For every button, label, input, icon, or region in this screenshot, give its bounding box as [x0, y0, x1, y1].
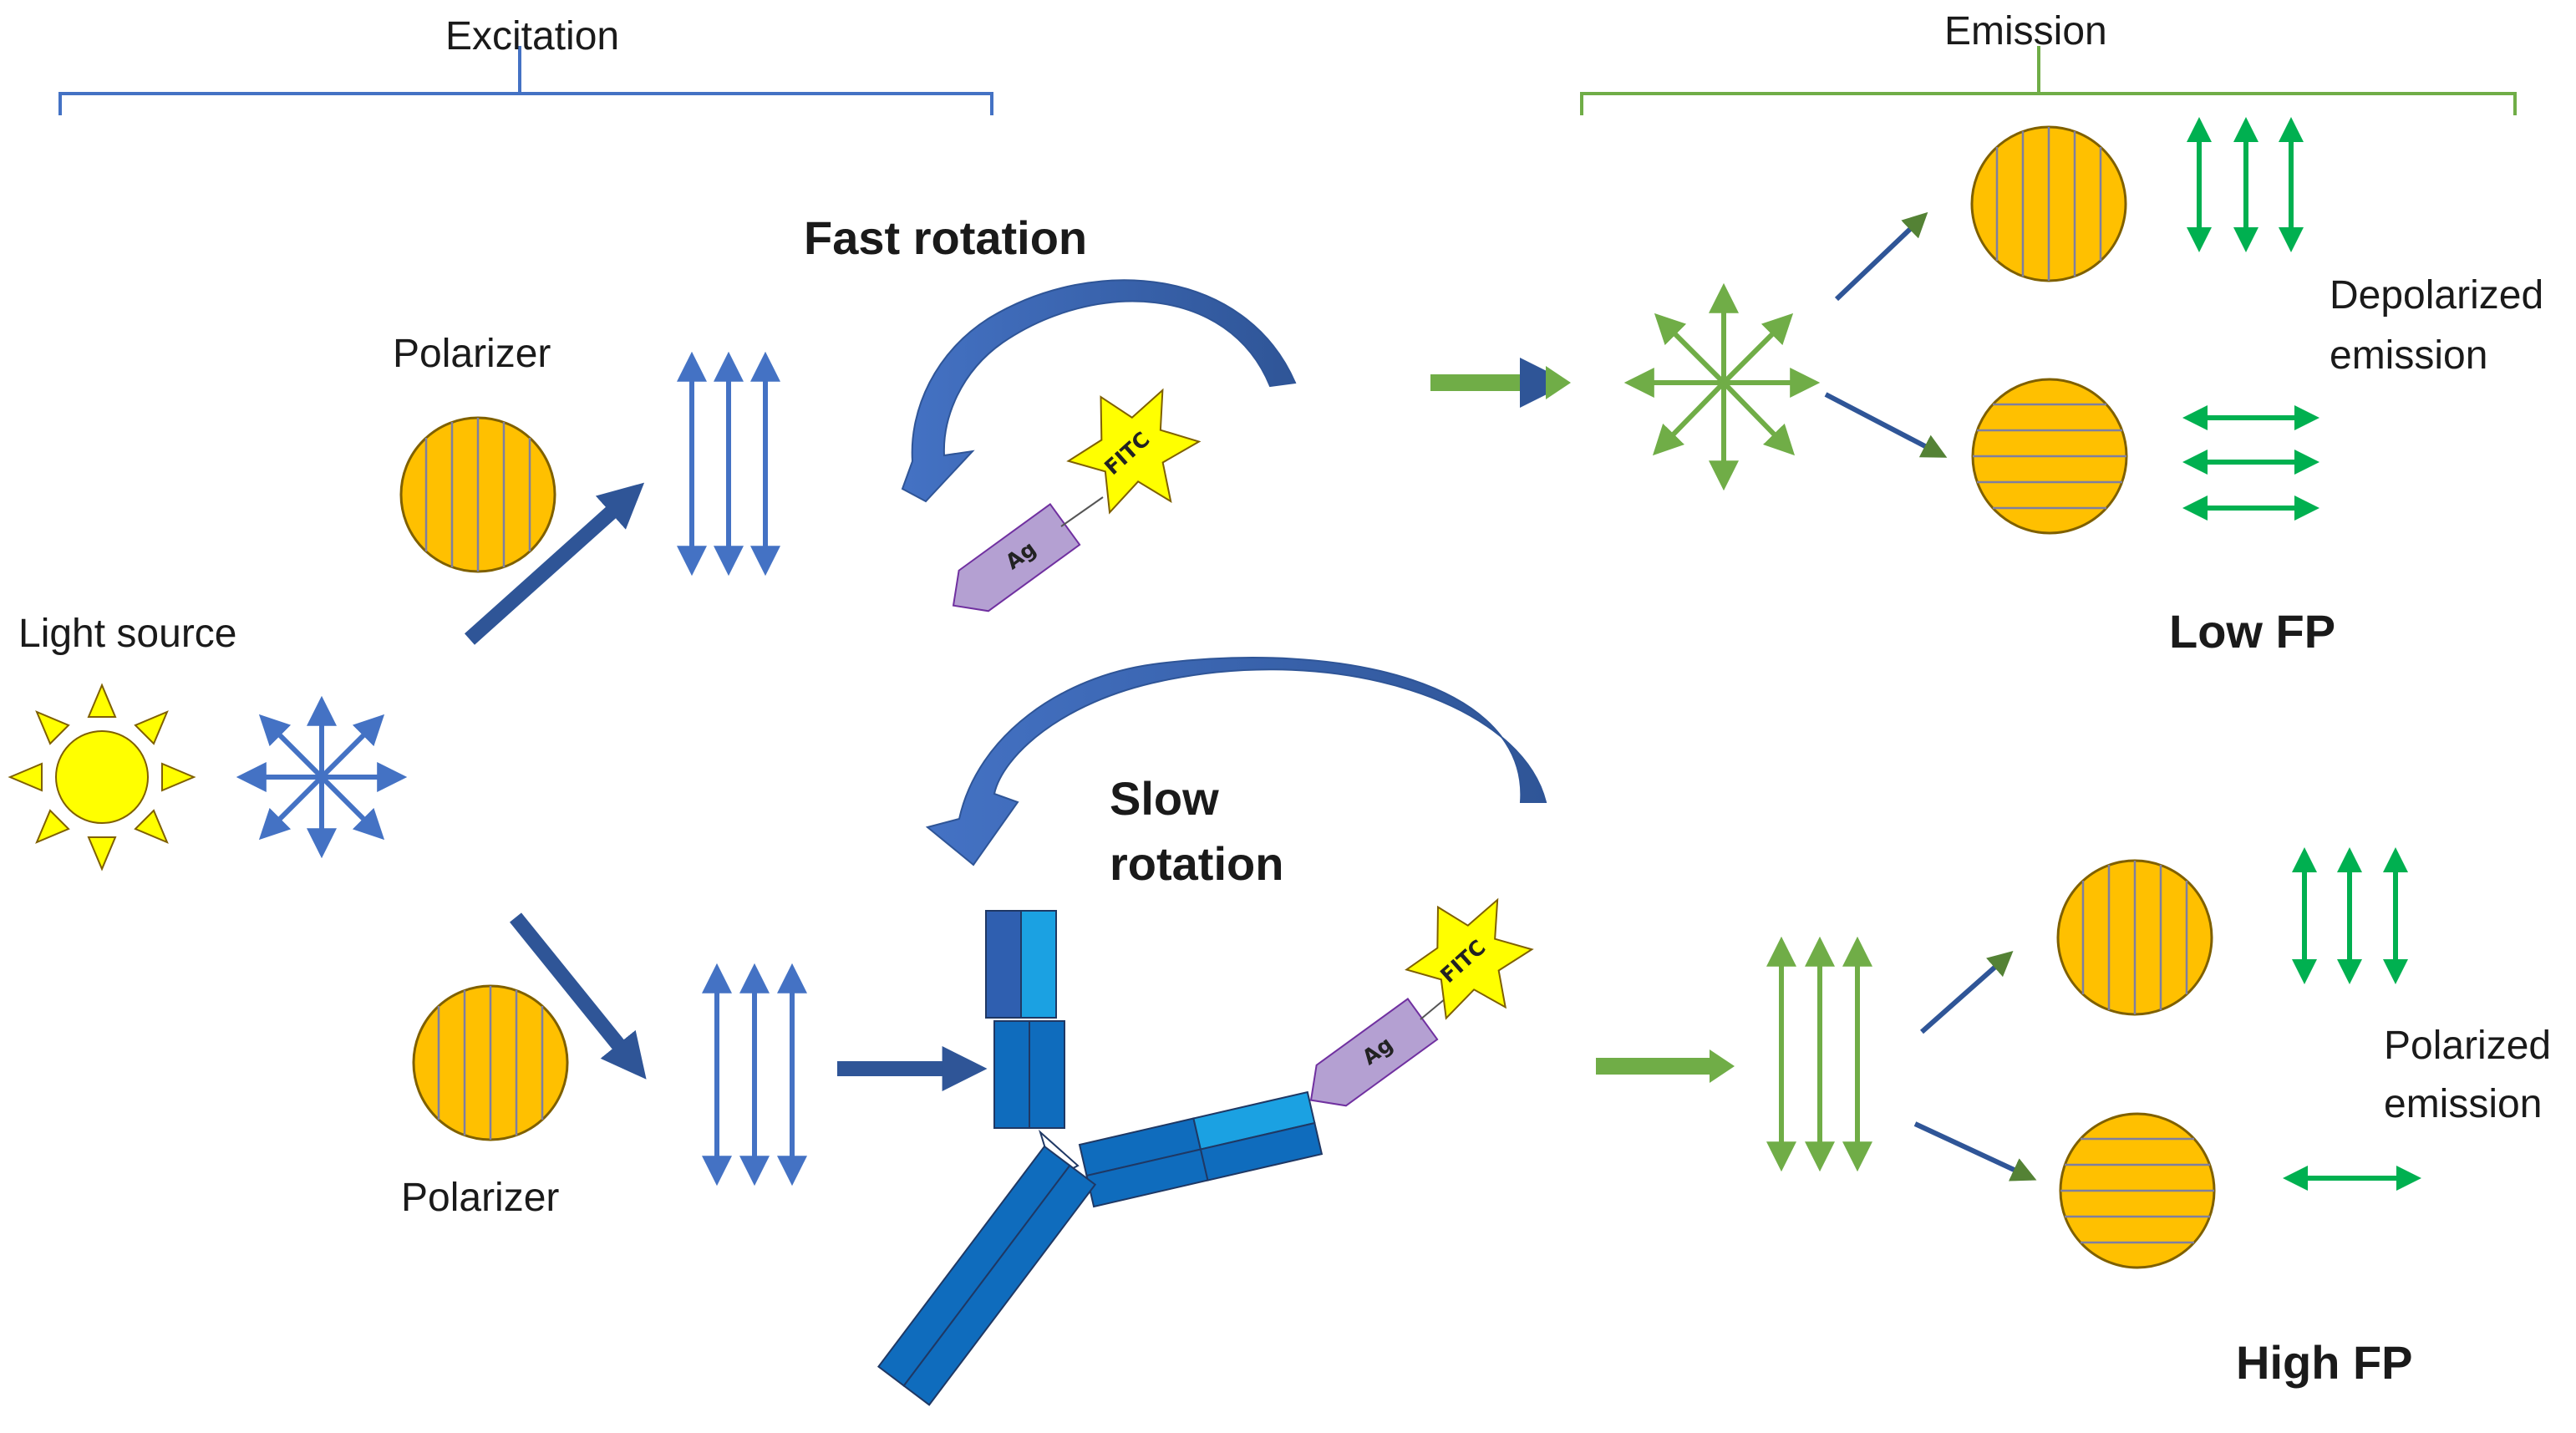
- to-emission-arrow-top-head: [1546, 366, 1571, 399]
- light-source-label: Light source: [18, 612, 237, 656]
- analyzer-vertical-filter-icon: [2056, 859, 2213, 1016]
- sun-icon: [8, 683, 196, 871]
- split-arrow: [1824, 392, 1948, 458]
- antigen-pentagon-icon: [952, 503, 1081, 612]
- polarized-emission-arrows: [1766, 936, 1872, 1172]
- vertical-output-arrows: [2187, 117, 2304, 252]
- polarizer-top-label: Polarizer: [393, 332, 551, 376]
- split-arrow: [1920, 951, 2014, 1034]
- polarized-emission-label-line1: Polarized: [2384, 1024, 2552, 1068]
- antigen-pentagon-icon: [1309, 998, 1439, 1107]
- horizontal-output-arrows: [2182, 405, 2319, 521]
- high-fp-label: High FP: [2236, 1336, 2413, 1389]
- polarized-emission-label-line2: emission: [2384, 1082, 2543, 1126]
- polarized-excitation-arrows: [702, 963, 807, 1187]
- unpolarized-light-icon: [236, 695, 408, 859]
- depolarized-emission-label-line2: emission: [2330, 333, 2488, 378]
- antibody-icon: [877, 910, 1324, 1406]
- low-fp-label: Low FP: [2169, 605, 2336, 658]
- fitc-star-icon: [1405, 897, 1534, 1020]
- excitation-label: Excitation: [445, 14, 620, 58]
- emission-bracket: [1580, 46, 2517, 115]
- polarizer-filter-icon: [399, 416, 556, 573]
- excitation-bracket: [58, 46, 993, 115]
- to-emission-arrow-bottom-head: [1710, 1049, 1735, 1083]
- polarized-excitation-arrows: [677, 351, 780, 577]
- vertical-output-arrows: [2292, 847, 2408, 984]
- polarizer-bottom-label: Polarizer: [401, 1176, 560, 1220]
- fitc-star-icon: [1066, 388, 1202, 515]
- depolarized-emission-icon: [1623, 282, 1821, 491]
- depolarized-emission-label-line1: Depolarized: [2330, 273, 2544, 318]
- curved-rotation-arrow-icon: [901, 279, 1297, 503]
- light-path-down-arrow: [509, 912, 647, 1080]
- fast-rotation-label: Fast rotation: [804, 211, 1088, 264]
- light-path-up-arrow: [464, 482, 645, 645]
- linker: [1420, 998, 1446, 1020]
- split-arrow: [1834, 211, 1928, 302]
- polarizer-filter-icon: [412, 984, 569, 1141]
- analyzer-horizontal-filter-icon: [2059, 1112, 2216, 1269]
- analyzer-vertical-filter-icon: [1970, 125, 2127, 282]
- curved-rotation-arrow-icon: [925, 657, 1547, 866]
- slow-rotation-label-line2: rotation: [1110, 837, 1284, 890]
- linker: [1060, 496, 1104, 527]
- split-arrow: [1913, 1121, 2037, 1181]
- emission-label: Emission: [1944, 9, 2107, 53]
- slow-rotation-label-line1: Slow: [1110, 772, 1219, 825]
- analyzer-horizontal-filter-icon: [1971, 378, 2128, 535]
